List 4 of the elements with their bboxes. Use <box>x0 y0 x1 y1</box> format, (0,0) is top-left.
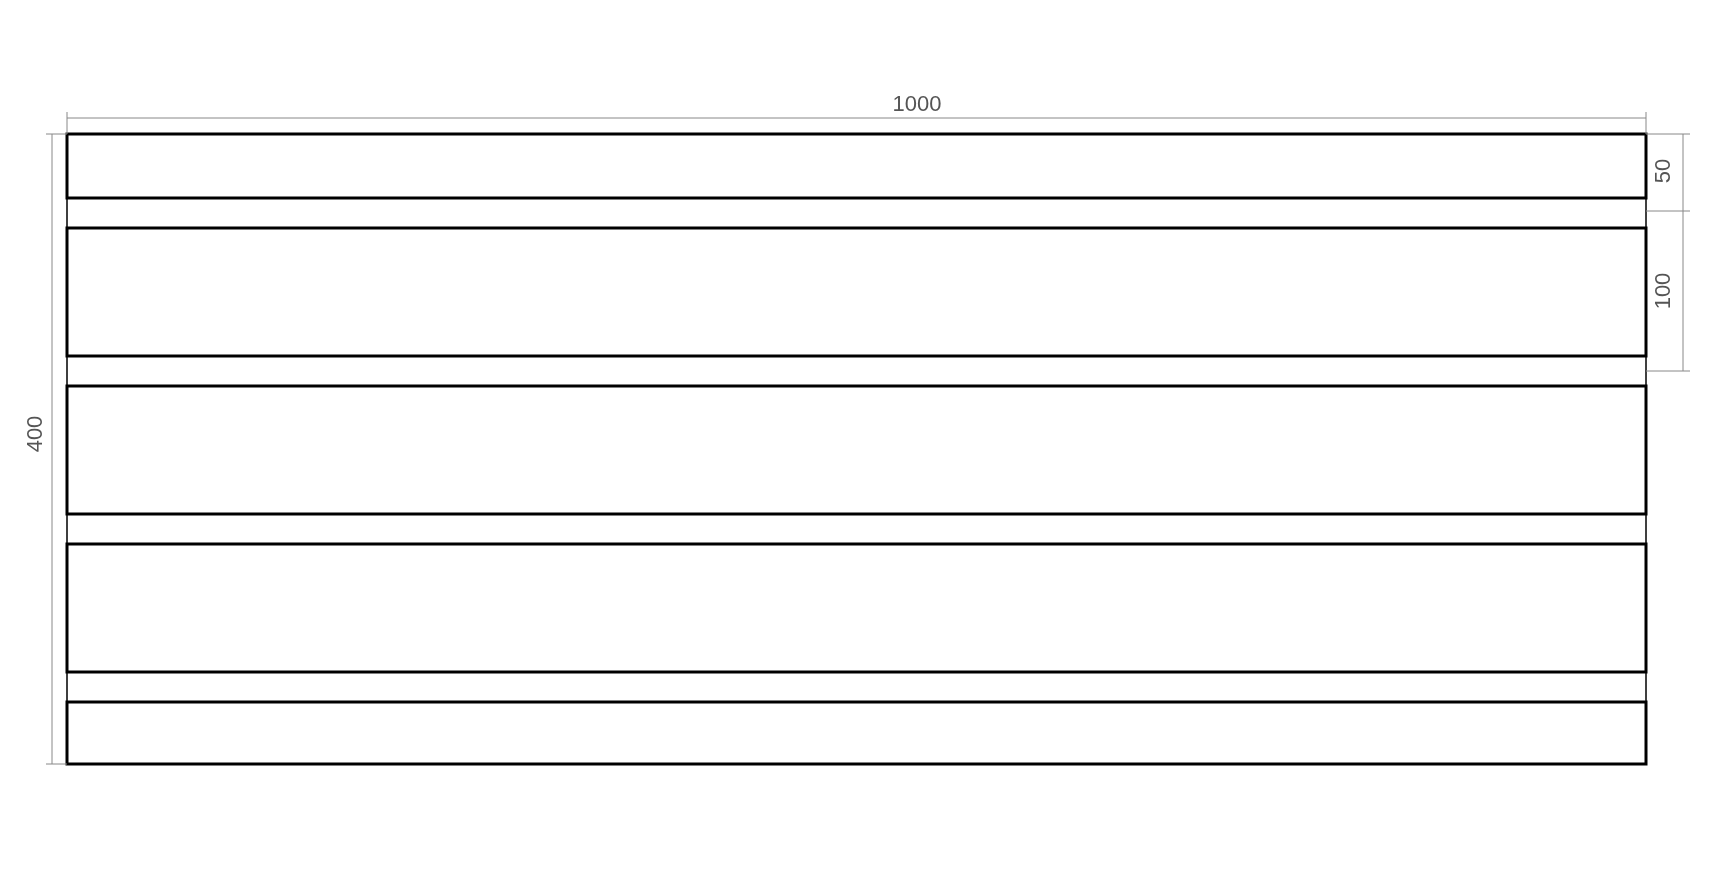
dimension-label: 1000 <box>892 92 942 116</box>
dimension-label: 50 <box>1651 158 1676 184</box>
dimension-label: 100 <box>1650 272 1675 310</box>
dimension-label: 400 <box>22 415 47 453</box>
